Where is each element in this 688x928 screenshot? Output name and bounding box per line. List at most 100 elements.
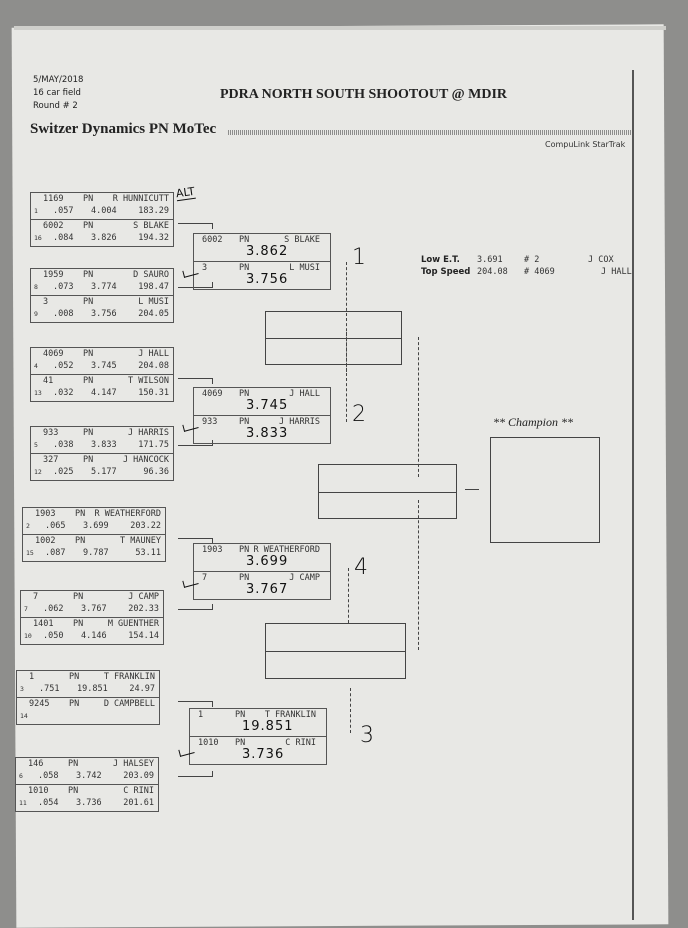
elapsed-time: 3.699	[83, 521, 109, 531]
elapsed-time: 4.146	[81, 631, 107, 641]
bracket-connector	[178, 771, 213, 777]
bracket-connector	[178, 604, 213, 610]
driver-name: S BLAKE	[284, 235, 320, 245]
matchup-number-label: 2	[352, 402, 366, 427]
matchup-number-label: 4	[354, 555, 368, 580]
bracket-connector	[178, 701, 213, 707]
handwritten-et: 3.699	[246, 554, 289, 569]
driver-name: R WEATHERFORD	[253, 545, 320, 555]
page-border-line	[632, 70, 634, 920]
speed-mph: 204.08	[138, 361, 169, 371]
class-code: PN	[235, 710, 246, 720]
driver-name: J HALSEY	[113, 759, 154, 769]
low-et-car: # 2	[524, 255, 540, 265]
driver-name: J HALL	[138, 349, 169, 359]
driver-name: T MAUNEY	[120, 536, 161, 546]
top-speed-driver: J HALL	[601, 267, 632, 277]
reaction-time: .025	[53, 467, 74, 477]
class-code: PN	[235, 738, 246, 748]
event-title: PDRA NORTH SOUTH SHOOTOUT @ MDIR	[220, 87, 507, 102]
champion-label: ** Champion **	[493, 415, 574, 429]
car-number: 1903	[202, 545, 223, 555]
dashed-connector	[348, 568, 349, 623]
driver-name: J HARRIS	[279, 417, 320, 427]
elapsed-time: 4.004	[91, 206, 117, 216]
class-code: PN	[75, 536, 86, 546]
round-number: Round # 2	[33, 101, 78, 111]
driver-name: R HUNNICUTT	[112, 194, 169, 204]
speed-mph: 150.31	[138, 388, 169, 398]
class-code: PN	[68, 759, 79, 769]
driver-name: J CAMP	[128, 592, 159, 602]
speed-mph: 183.29	[138, 206, 169, 216]
car-number: 933	[202, 417, 218, 427]
driver-name: J CAMP	[289, 573, 320, 583]
seed-number: 7	[24, 605, 28, 613]
dotted-rule	[228, 130, 632, 135]
car-number: 4069	[202, 389, 223, 399]
car-number: 3	[43, 297, 49, 307]
class-title: Switzer Dynamics PN MoTec	[30, 121, 217, 137]
driver-name: J HANCOCK	[122, 455, 169, 465]
elapsed-time: 5.177	[91, 467, 117, 477]
elapsed-time: 3.826	[91, 233, 117, 243]
car-number: 41	[43, 376, 54, 386]
class-code: PN	[83, 194, 94, 204]
speed-mph: 194.32	[138, 233, 169, 243]
semifinal-slot	[266, 312, 401, 338]
field-size: 16 car field	[33, 88, 81, 98]
elapsed-time: 19.851	[77, 684, 108, 694]
reaction-time: .073	[53, 282, 74, 292]
driver-name: C RINI	[285, 738, 316, 748]
seed-number: 15	[26, 549, 34, 557]
seed-number: 3	[20, 685, 24, 693]
driver-name: D CAMPBELL	[103, 699, 155, 709]
class-code: PN	[83, 376, 94, 386]
class-code: PN	[69, 699, 80, 709]
handwritten-et: 3.756	[246, 272, 289, 287]
reaction-time: .062	[43, 604, 64, 614]
seed-number: 16	[34, 234, 42, 242]
car-number: 7	[33, 592, 39, 602]
class-code: PN	[239, 573, 250, 583]
car-number: 1010	[28, 786, 49, 796]
class-code: PN	[83, 428, 94, 438]
car-number: 1	[29, 672, 35, 682]
driver-name: M GUENTHER	[107, 619, 159, 629]
class-code: PN	[239, 263, 250, 273]
elapsed-time: 3.767	[81, 604, 107, 614]
bracket-connector	[178, 223, 213, 229]
seed-number: 4	[34, 362, 38, 370]
class-code: PN	[239, 545, 250, 555]
driver-name: T WILSON	[128, 376, 169, 386]
speed-mph: 201.61	[123, 798, 154, 808]
car-number: 1002	[35, 536, 56, 546]
driver-name: S BLAKE	[133, 221, 169, 231]
reaction-time: .065	[45, 521, 66, 531]
bracket-connector	[178, 538, 213, 544]
class-code: PN	[239, 235, 250, 245]
car-number: 1169	[43, 194, 64, 204]
reaction-time: .054	[38, 798, 59, 808]
semifinal-box-top	[265, 311, 402, 365]
matchup-number-label: 3	[360, 723, 374, 748]
